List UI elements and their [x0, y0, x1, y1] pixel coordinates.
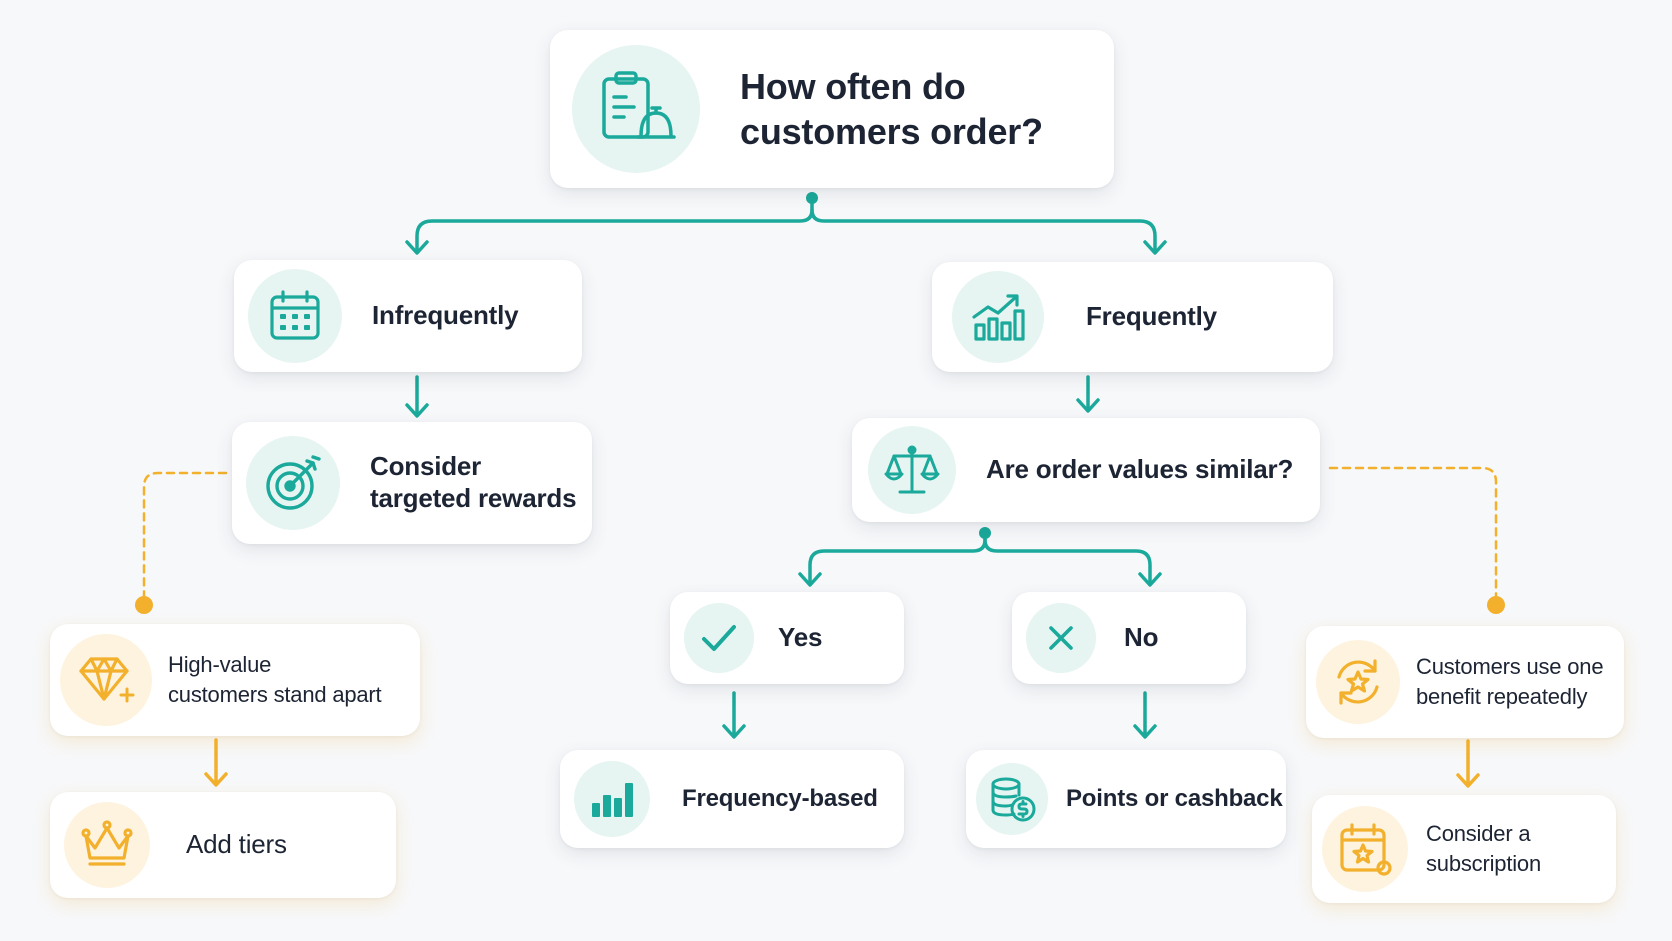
frequency-based-label: Frequency-based [682, 785, 878, 813]
node-yes: Yes [670, 592, 904, 684]
high-value-label: High-value customers stand apart [168, 650, 382, 709]
node-high-value: High-value customers stand apart [50, 624, 420, 736]
node-add-tiers: Add tiers [50, 792, 396, 898]
yes-label: Yes [778, 622, 823, 653]
infrequently-label: Infrequently [372, 300, 519, 331]
frequently-label: Frequently [1086, 301, 1217, 332]
connector-frequently-similar [1076, 375, 1100, 413]
connector-repeat-subscription [1456, 739, 1480, 788]
high-value-line-1: High-value [168, 652, 272, 678]
add-tiers-label: Add tiers [186, 829, 287, 860]
node-order-values-similar: Are order values similar? [852, 418, 1320, 522]
connector-root-split-right [810, 208, 1157, 254]
arrowhead-no [1138, 572, 1162, 587]
clipboard-cloche-icon [572, 45, 700, 173]
connector-yes-frequency [722, 691, 746, 739]
targeted-rewards-label: Consider targeted rewards [370, 451, 577, 514]
order-values-label: Are order values similar? [986, 454, 1294, 485]
connector-similar-repeat [1328, 466, 1498, 600]
root-line-2: customers order? [740, 111, 1043, 152]
connector-no-points [1133, 691, 1157, 739]
high-value-line-2: customers stand apart [168, 682, 382, 707]
node-frequency-based: Frequency-based [560, 750, 904, 848]
diamond-icon [60, 634, 152, 726]
subscription-line-2: subscription [1426, 851, 1541, 876]
node-subscription: Consider a subscription [1312, 795, 1616, 903]
no-label: No [1124, 622, 1159, 653]
subscription-line-1: Consider a [1426, 821, 1531, 847]
root-line-1: How often do [740, 66, 966, 107]
crown-icon [64, 802, 150, 888]
arrowhead-infrequently [405, 240, 429, 255]
connector-infrequently-targeted [405, 375, 429, 418]
connector-similar-dot [979, 527, 991, 539]
connector-highvalue-tiers [204, 738, 228, 787]
node-targeted-rewards: Consider targeted rewards [232, 422, 592, 544]
repeat-line-2: benefit repeatedly [1416, 684, 1588, 709]
arrowhead-frequently [1143, 240, 1167, 255]
coins-icon [976, 763, 1048, 835]
targeted-line-1: Consider [370, 451, 482, 482]
connector-similar-split-right [983, 538, 1152, 586]
repeat-line-1: Customers use one [1416, 654, 1604, 680]
balance-scale-icon [868, 426, 956, 514]
targeted-line-2: targeted rewards [370, 483, 577, 513]
node-root: How often do customers order? [550, 30, 1114, 188]
refresh-star-icon [1316, 640, 1400, 724]
connector-similar-split [808, 531, 987, 586]
repeat-benefit-label: Customers use one benefit repeatedly [1416, 652, 1604, 711]
growth-chart-icon [952, 271, 1044, 363]
check-icon [684, 603, 754, 673]
root-question: How often do customers order? [740, 64, 1043, 154]
target-arrow-icon [246, 436, 340, 530]
x-icon [1026, 603, 1096, 673]
node-repeat-benefit: Customers use one benefit repeatedly [1306, 626, 1624, 738]
arrowhead-yes [798, 572, 822, 587]
node-no: No [1012, 592, 1246, 684]
bar-chart-icon [574, 761, 650, 837]
connector-amber-dot-left [135, 596, 153, 614]
connector-targeted-highvalue [142, 471, 228, 600]
calendar-icon [248, 269, 342, 363]
calendar-star-icon [1322, 806, 1408, 892]
connector-root-dot [806, 192, 818, 204]
connector-root-split [415, 196, 814, 254]
connector-amber-dot-right [1487, 596, 1505, 614]
node-infrequently: Infrequently [234, 260, 582, 372]
node-points-cashback: Points or cashback [966, 750, 1286, 848]
subscription-label: Consider a subscription [1426, 819, 1541, 878]
points-cashback-label: Points or cashback [1066, 785, 1283, 813]
node-frequently: Frequently [932, 262, 1333, 372]
